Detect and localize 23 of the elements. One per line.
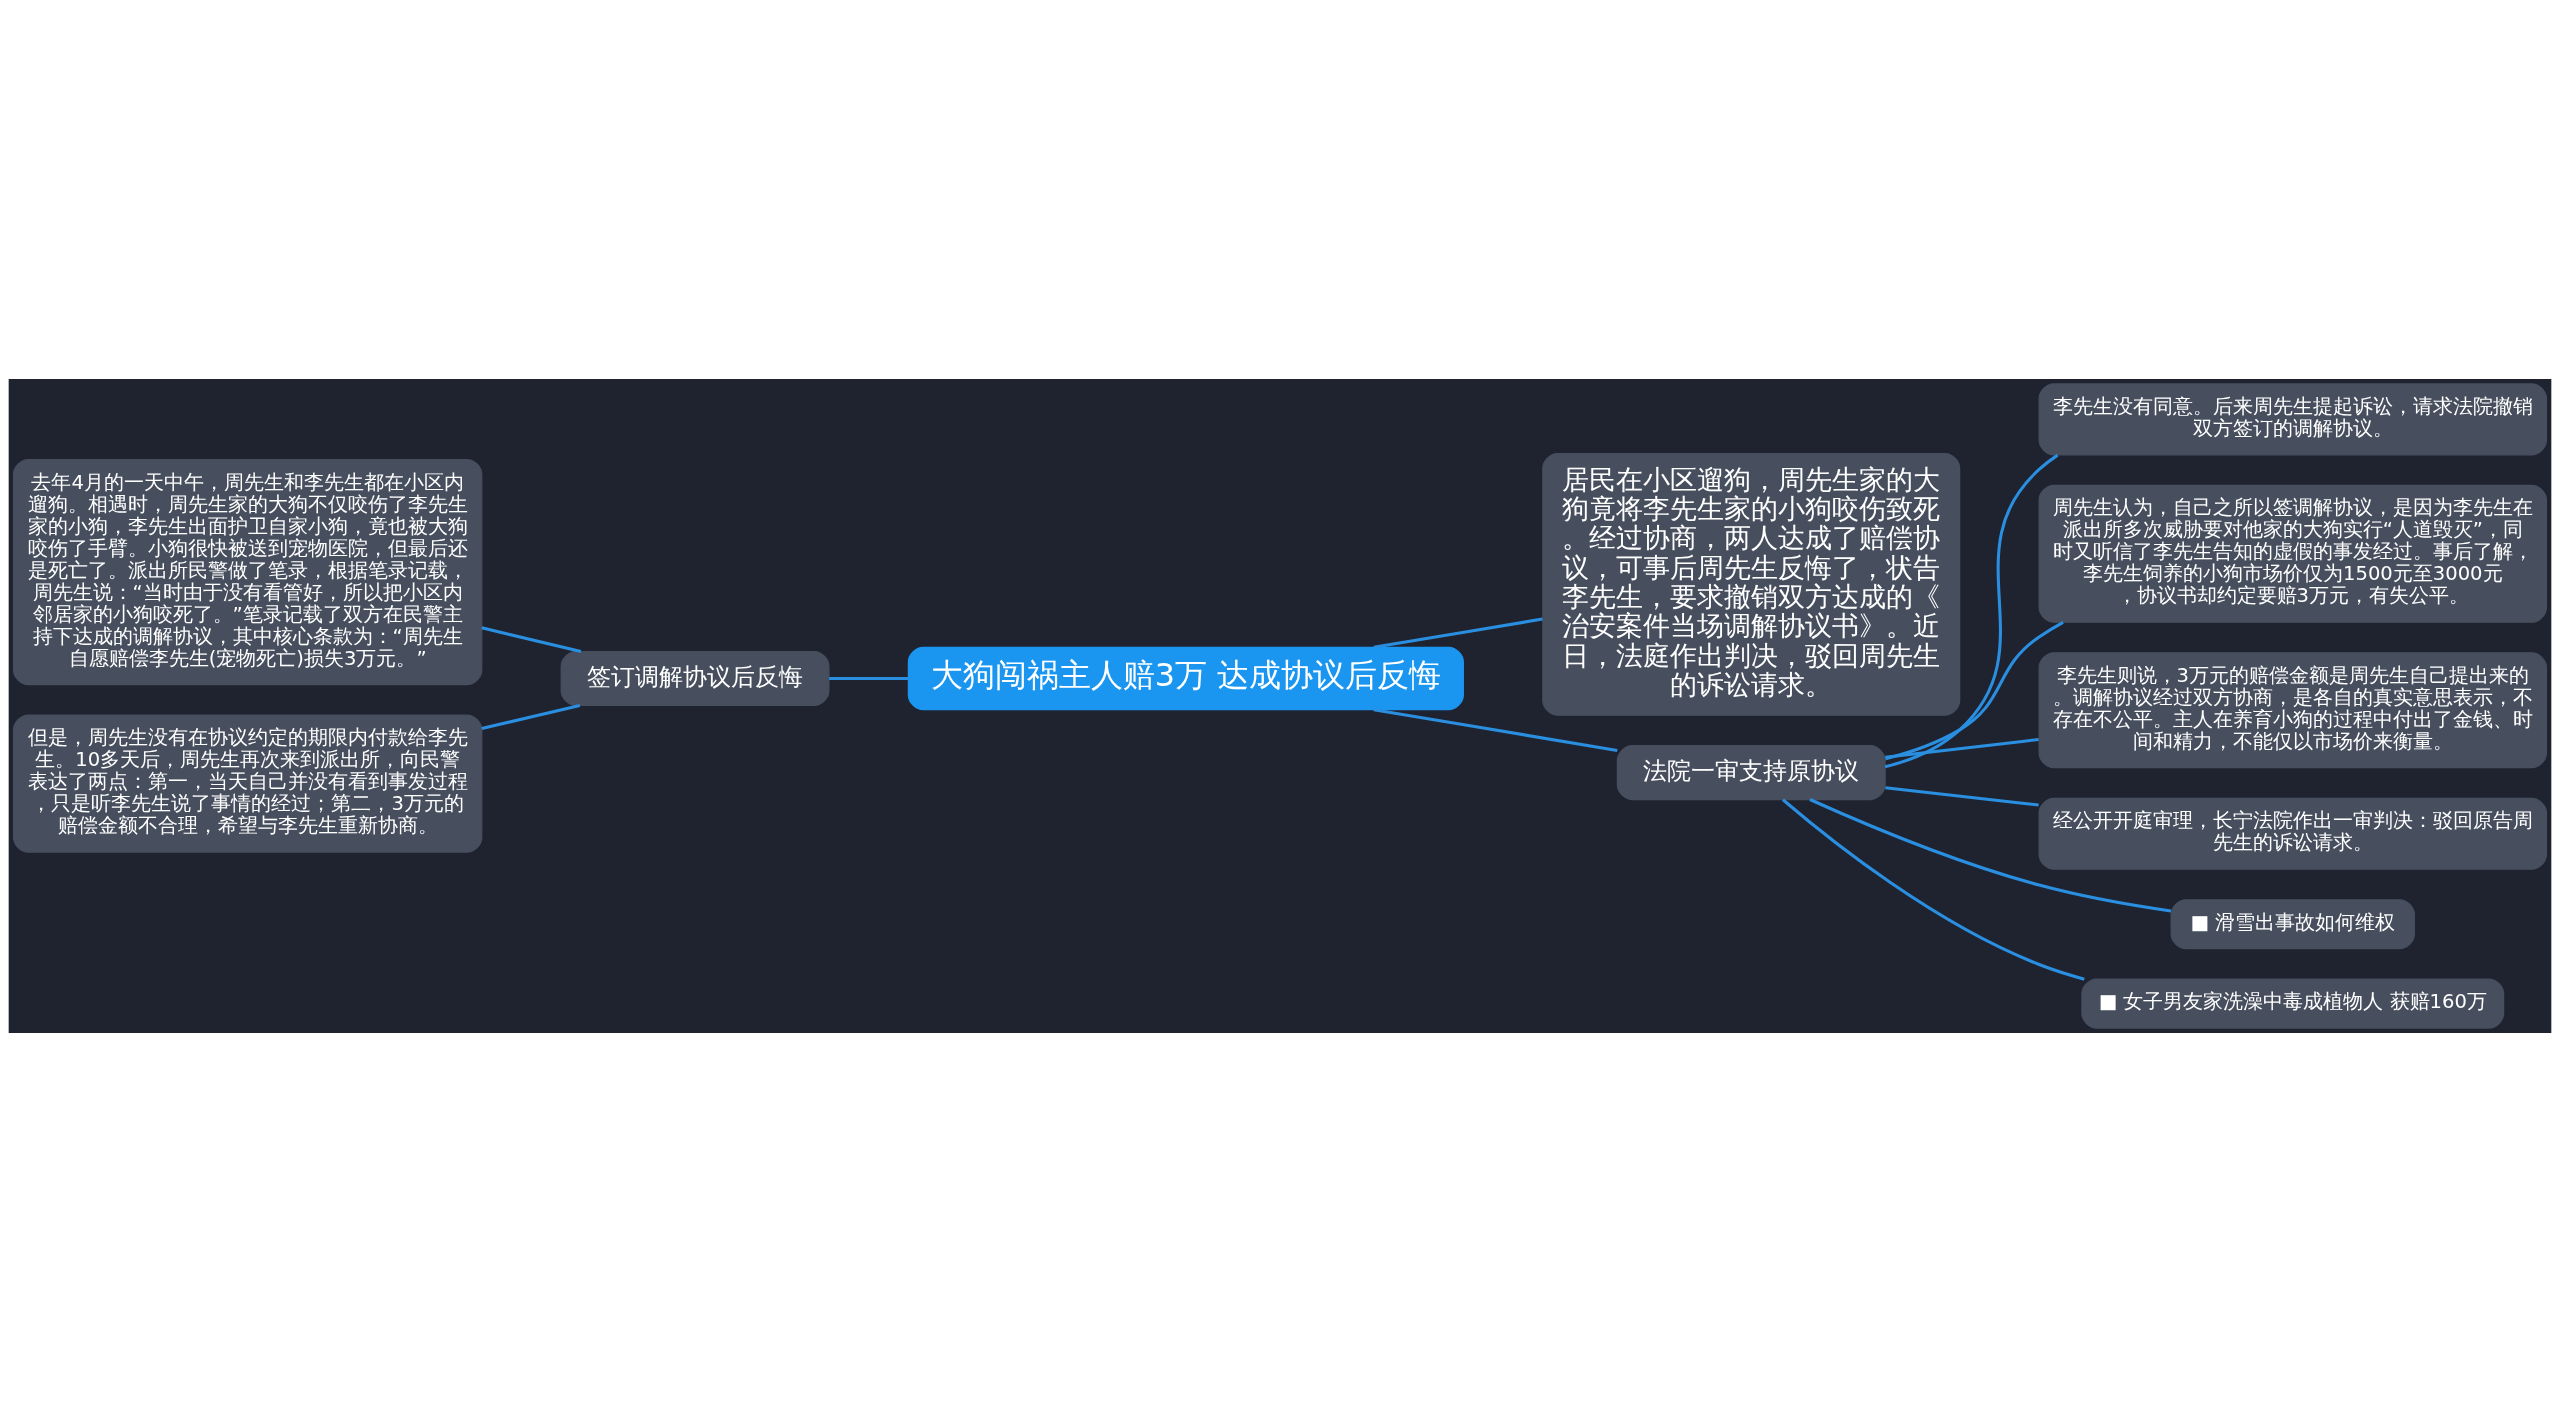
connector	[1809, 798, 2172, 913]
node-box: 居民在小区遛狗，周先生家的大狗竟将李先生家的小狗咬伤致死。经过协商，两人达成了赔偿协议，可事后周先生反悔了，状告李先生，要求撤销双方达成的《治安案件当场调解协议书》。近日，法庭作出判决，驳回周先生的诉讼请求。	[1542, 452, 1961, 716]
connector	[1885, 786, 2039, 807]
node-box: 但是，周先生没有在协议约定的期限内付款给李先生。10多天后，周先生再次来到派出所，向民警表达了两点：第一，当天自己并没有看到事发过程，只是听李先生说了事情的经过；第二，3万元的赔偿金额不合理，希望与李先生重新协商。	[12, 714, 483, 853]
connector	[1373, 708, 1618, 752]
node-box: 李先生则说，3万元的赔偿金额是周先生自己提出来的。调解协议经过双方协商，是各自的真实意思表示，不存在不公平。主人在养育小狗的过程中付出了金钱、时间和精力，不能仅以市场价来衡量。	[2038, 652, 2548, 769]
node-box: 签订调解协议后反悔	[560, 651, 830, 706]
node-box: 周先生认为，自己之所以签调解协议，是因为李先生在派出所多次威胁要对他家的大狗实行“人道毁灭”，同时又听信了李先生告知的虚假的事发经过。事后了解，李先生饲养的小狗市场价仅为1500元至3000元，协议书却约定要赔3万元，有失公平。	[2038, 484, 2548, 623]
node-box: 经公开开庭审理，长宁法院作出一审判决：驳回原告周先生的诉讼请求。	[2038, 797, 2548, 870]
node-box: ■ 女子男友家洗澡中毒成植物人 获赔160万	[2081, 978, 2505, 1029]
node-box: 法院一审支持原协议	[1616, 745, 1886, 801]
connector	[481, 626, 582, 653]
node-box: 李先生没有同意。后来周先生提起诉讼，请求法院撤销双方签订的调解协议。	[2038, 383, 2548, 456]
connector	[1884, 453, 2059, 769]
connector	[1885, 738, 2039, 759]
connector	[1373, 617, 1543, 649]
connector	[1885, 621, 2064, 761]
node-box: 去年4月的一天中午，周先生和李先生都在小区内遛狗。相遇时，周先生家的大狗不仅咬伤了李先生家的小狗，李先生出面护卫自家小狗，竟也被大狗咬伤了手臂。小狗很快被送到宠物医院，但最后还是死亡了。派出所民警做了笔录，根据笔录记载，周先生说：“当时由于没有看管好，所以把小区内邻居家的小狗咬死了。”笔录记载了双方在民警主持下达成的调解协议，其中核心条款为：“周先生自愿赔偿李先生(宠物死亡)损失3万元。”	[12, 459, 483, 686]
connector	[1782, 798, 2085, 981]
node-box: 大狗闯祸主人赔3万 达成协议后反悔	[907, 646, 1464, 711]
connector	[829, 676, 909, 681]
node-box: ■ 滑雪出事故如何维权	[2170, 899, 2415, 950]
connector	[481, 703, 581, 731]
